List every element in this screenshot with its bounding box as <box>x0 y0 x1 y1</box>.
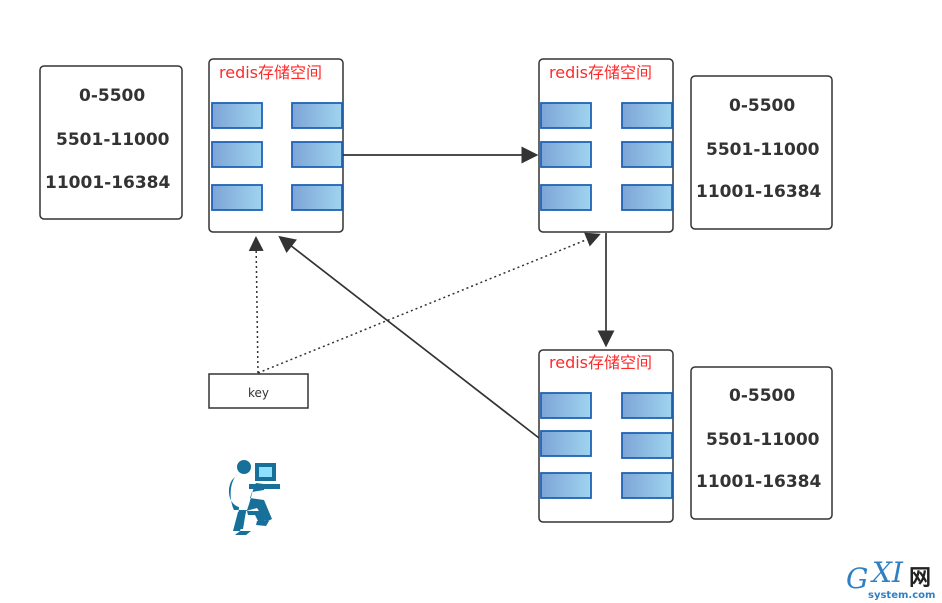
redis-storage-node-top-left: redis存储空间 <box>208 58 344 233</box>
redis-storage-node-bottom-right: redis存储空间 <box>538 349 674 523</box>
key-label: key <box>248 386 269 400</box>
slot-block <box>540 102 592 129</box>
dotted-arrow-key-to-top-left <box>248 236 264 374</box>
range-text-1: 5501-11000 <box>56 130 170 150</box>
redis-storage-node-top-right: redis存储空间 <box>538 58 674 233</box>
slot-block <box>211 184 263 211</box>
slot-block <box>621 184 673 211</box>
slot-block <box>211 141 263 168</box>
watermark-xi: XI <box>870 556 904 589</box>
watermark-site: system.com <box>868 590 935 601</box>
slot-block <box>540 392 592 419</box>
range-text-0: 0-5500 <box>729 386 795 406</box>
slot-block <box>540 472 592 499</box>
range-text-1: 5501-11000 <box>706 140 820 160</box>
range-text-0: 0-5500 <box>79 86 145 106</box>
range-text-0: 0-5500 <box>729 96 795 116</box>
range-text-2: 11001-16384 <box>696 182 822 202</box>
arrow-bottom-right-to-top-left <box>278 235 540 439</box>
gxi-watermark: G XI 网 system.com <box>846 556 935 601</box>
slot-block <box>621 141 673 168</box>
slot-block <box>291 184 343 211</box>
range-text-2: 11001-16384 <box>696 472 822 492</box>
watermark-g: G <box>846 562 868 595</box>
slot-block <box>291 141 343 168</box>
storage-title: redis存储空间 <box>219 63 322 82</box>
slot-block <box>621 392 673 419</box>
slot-block <box>621 102 673 129</box>
key-box: key <box>208 373 309 409</box>
range-text-2: 11001-16384 <box>45 173 171 193</box>
storage-title: redis存储空间 <box>549 353 652 372</box>
watermark-cn: 网 <box>909 566 931 591</box>
slot-block <box>291 102 343 129</box>
slot-block <box>540 430 592 457</box>
slot-block <box>621 472 673 499</box>
slot-block <box>211 102 263 129</box>
dotted-arrow-key-to-top-right <box>257 232 601 374</box>
range-box-bottom-right: 0-5500 5501-11000 11001-16384 <box>690 366 833 520</box>
range-text-1: 5501-11000 <box>706 430 820 450</box>
storage-title: redis存储空间 <box>549 63 652 82</box>
slot-block <box>621 432 673 459</box>
range-box-top-right: 0-5500 5501-11000 11001-16384 <box>690 75 833 230</box>
range-box-left: 0-5500 5501-11000 11001-16384 <box>39 65 183 220</box>
slot-block <box>540 184 592 211</box>
slot-block <box>540 141 592 168</box>
computer-user-icon <box>228 460 280 535</box>
